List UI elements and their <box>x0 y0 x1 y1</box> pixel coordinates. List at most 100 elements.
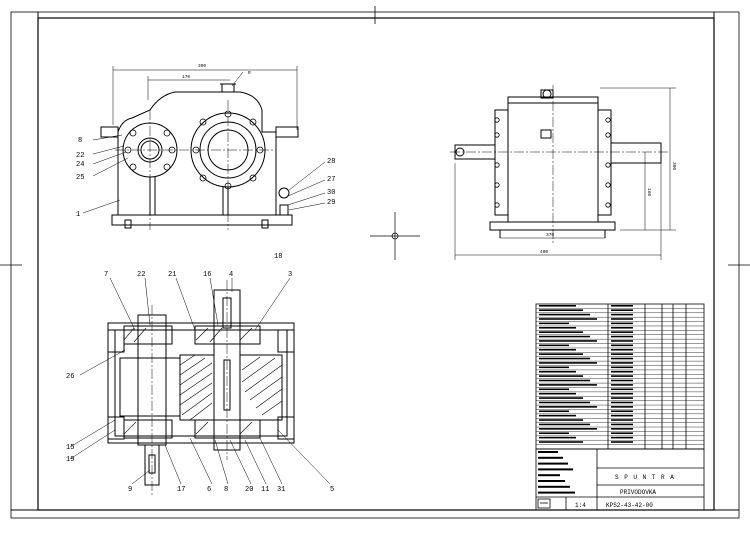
callout-31: 31 <box>277 486 285 494</box>
parts-row-text <box>539 436 576 439</box>
title-row-text <box>538 451 558 453</box>
front-centerlines <box>115 100 275 230</box>
parts-row-code <box>611 326 633 329</box>
parts-row-text <box>539 375 583 377</box>
title-row-text <box>538 462 568 465</box>
parts-row-code <box>611 375 633 377</box>
callout-26: 26 <box>66 373 74 381</box>
callout-5: 5 <box>330 486 334 494</box>
dim-partial: 170 <box>182 74 190 80</box>
parts-row-code <box>611 309 633 311</box>
parts-row-text <box>539 357 590 360</box>
parts-row-text <box>539 428 597 430</box>
parts-row-code <box>611 419 633 421</box>
parts-row-text <box>539 353 583 355</box>
side-centerlines <box>450 85 670 245</box>
parts-row-text <box>539 340 597 342</box>
title-row-text <box>538 480 565 482</box>
parts-row-text <box>539 410 569 413</box>
callout-9: 9 <box>128 486 132 494</box>
parts-row-code <box>611 340 633 342</box>
parts-row-text <box>539 322 569 325</box>
parts-row-text <box>539 423 590 426</box>
parts-row-code <box>611 410 633 413</box>
center-mark <box>370 212 420 260</box>
callout-29: 29 <box>327 199 335 207</box>
parts-row-text <box>539 309 583 311</box>
dim-overall: 390 <box>198 63 206 69</box>
parts-row-code <box>611 441 633 443</box>
parts-row-text <box>539 397 583 399</box>
parts-row-text <box>539 362 597 364</box>
parts-row-code <box>611 388 633 391</box>
parts-row-code <box>611 344 633 347</box>
parts-row-code <box>611 313 633 316</box>
section-view <box>107 289 295 486</box>
dim-height: 300 <box>671 162 677 170</box>
title-block-text: S P U N T R A PRIVODOVKA KPS2-43-42-00 1… <box>575 474 674 509</box>
callout-19: 19 <box>66 456 74 464</box>
dim-mid: 160 <box>646 188 652 196</box>
callout-6: 6 <box>207 486 211 494</box>
parts-row-text <box>539 432 569 435</box>
parts-row-text <box>539 313 590 316</box>
parts-row-code <box>611 401 633 404</box>
parts-row-text <box>539 335 590 338</box>
title-block-rows <box>538 451 575 494</box>
parts-row-code <box>611 432 633 435</box>
parts-row-text <box>539 366 569 369</box>
callout-22: 22 <box>76 152 84 160</box>
dim-radius: R <box>248 70 251 76</box>
side-dim-labels: 300 160 370 400 <box>540 162 677 255</box>
callout-27: 27 <box>327 176 335 184</box>
parts-row-code <box>611 428 633 430</box>
parts-row-code <box>611 331 633 333</box>
parts-row-text <box>539 318 597 320</box>
sheet-frame <box>0 6 750 519</box>
parts-row-code <box>611 348 633 351</box>
callout-1: 1 <box>76 211 80 219</box>
parts-row-code <box>611 335 633 338</box>
parts-row-text <box>539 370 576 373</box>
title-row-text <box>538 474 560 477</box>
parts-row-text <box>539 326 576 329</box>
parts-row-text <box>539 331 583 333</box>
callout-8b: 8 <box>224 486 228 494</box>
title-row-text <box>538 491 575 494</box>
parts-row-code <box>611 436 633 439</box>
callout-8: 8 <box>78 137 82 145</box>
title-row-text <box>538 468 573 471</box>
callout-20: 20 <box>245 486 253 494</box>
parts-row-text <box>539 384 597 386</box>
callout-4: 4 <box>229 271 233 279</box>
parts-row-code <box>611 357 633 360</box>
parts-row-text <box>539 305 576 307</box>
parts-row-code <box>611 322 633 325</box>
parts-row-code <box>611 305 633 307</box>
parts-row-text <box>539 401 590 404</box>
parts-row-text <box>539 419 583 421</box>
callout-7: 7 <box>104 271 108 279</box>
callout-30: 30 <box>327 189 335 197</box>
parts-row-text <box>539 406 597 408</box>
front-leaders <box>82 71 326 214</box>
callout-16: 16 <box>203 271 211 279</box>
title-block <box>535 448 705 511</box>
parts-row-code <box>611 392 633 395</box>
parts-row-text <box>539 392 576 395</box>
parts-row-code <box>611 423 633 426</box>
section-centerlines <box>151 280 228 495</box>
parts-row-code <box>611 353 633 355</box>
side-view <box>454 89 662 238</box>
parts-list-rows <box>536 305 704 445</box>
section-labels: 7 22 21 16 4 3 26 15 19 9 17 6 8 20 11 3… <box>66 271 334 494</box>
callout-11: 11 <box>261 486 269 494</box>
callout-24: 24 <box>76 161 84 169</box>
drawing-title: PRIVODOVKA <box>620 489 656 496</box>
callout-3: 3 <box>288 271 292 279</box>
front-view <box>100 66 299 229</box>
parts-list <box>535 303 705 450</box>
parts-row-text <box>539 379 590 382</box>
parts-row-code <box>611 414 633 417</box>
